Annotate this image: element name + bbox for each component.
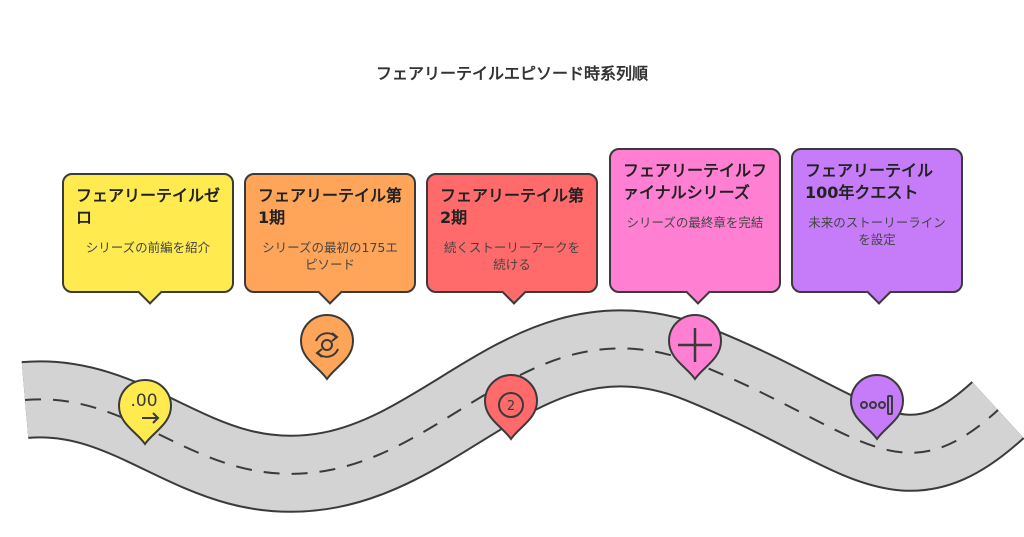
stage-2-card: フェアリーテイル第1期 シリーズの最初の175エピソード <box>244 173 416 305</box>
stage-3-card: フェアリーテイル第2期 続くストーリーアークを続ける <box>426 173 598 305</box>
stage-5-card: フェアリーテイル100年クエスト 未来のストーリーラインを設定 <box>791 148 963 305</box>
stage-3-marker: 2 <box>483 374 539 441</box>
cycle-icon <box>315 332 339 358</box>
stage-4-marker <box>667 314 723 381</box>
stage-5-marker <box>849 374 905 441</box>
decimal-arrow-icon: .00 <box>130 391 157 411</box>
stage-5-heading: フェアリーテイル100年クエスト <box>805 161 934 202</box>
stage-3-heading: フェアリーテイル第2期 <box>440 186 585 227</box>
stage-4-heading: フェアリーテイルファイナルシリーズ <box>623 161 768 202</box>
stage-4-description: シリーズの最終章を完結 <box>626 215 764 230</box>
plus-icon <box>678 328 712 362</box>
stage-2-description: シリーズの最初の175エピソード <box>262 240 398 272</box>
stage-1-card: フェアリーテイルゼロ シリーズの前編を紹介 <box>62 173 234 305</box>
stage-5-description: 未来のストーリーラインを設定 <box>808 215 946 247</box>
ellipsis-bar-icon <box>860 395 893 415</box>
stage-4-card: フェアリーテイルファイナルシリーズ シリーズの最終章を完結 <box>609 148 781 305</box>
stage-2-marker <box>299 314 355 381</box>
stage-1-description: シリーズの前編を紹介 <box>85 240 211 255</box>
diagram-title: フェアリーテイルエピソード時系列順 <box>375 64 648 83</box>
stage-3-description: 続くストーリーアークを続ける <box>443 240 581 272</box>
stage-2-heading: フェアリーテイル第1期 <box>258 186 403 227</box>
number-two-icon: 2 <box>507 399 515 414</box>
stage-1-heading: フェアリーテイルゼロ <box>76 186 221 227</box>
stage-1-marker: .00 <box>117 379 173 446</box>
